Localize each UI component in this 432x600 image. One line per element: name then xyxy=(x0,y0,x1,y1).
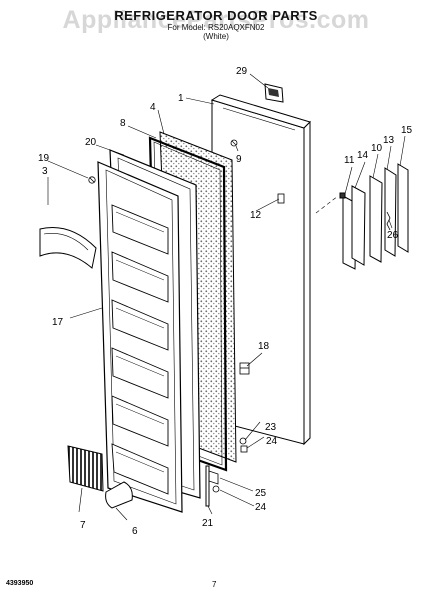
parts-10-11-13-14-15-trim-strips xyxy=(339,163,409,270)
callout-18: 18 xyxy=(258,341,270,352)
callout-15: 15 xyxy=(401,125,413,136)
callout-1: 1 xyxy=(178,93,184,104)
callout-23: 23 xyxy=(265,422,277,433)
callout-numbers: 1 3 4 6 7 8 9 10 11 12 13 14 15 17 18 19… xyxy=(38,66,413,537)
part-21-hinge-pin xyxy=(205,465,210,507)
callout-7: 7 xyxy=(80,520,86,531)
diagram-title: REFRIGERATOR DOOR PARTS xyxy=(114,8,318,23)
callout-9: 9 xyxy=(236,154,242,165)
callout-24-upper: 24 xyxy=(266,436,278,447)
callout-14: 14 xyxy=(357,150,369,161)
color-line: (White) xyxy=(203,32,229,41)
diagram-header: REFRIGERATOR DOOR PARTS For Model: RS20A… xyxy=(0,8,432,41)
callout-4: 4 xyxy=(150,102,156,113)
part-19-screw xyxy=(88,176,96,184)
callout-29: 29 xyxy=(236,66,248,77)
callout-19: 19 xyxy=(38,153,50,164)
part-9-screw xyxy=(230,139,238,147)
callout-8: 8 xyxy=(120,118,126,129)
leader-lines xyxy=(47,73,406,521)
part-18-door-stop xyxy=(239,362,250,375)
document-number: 4393950 xyxy=(6,580,34,587)
part-12-bracket xyxy=(277,193,285,204)
callout-20: 20 xyxy=(85,137,97,148)
callout-26: 26 xyxy=(387,230,399,241)
model-line: For Model: RS20AQXFN02 xyxy=(167,23,265,32)
part-17-door-liner-shelves xyxy=(97,161,183,513)
callout-25: 25 xyxy=(255,488,267,499)
callout-3: 3 xyxy=(42,166,48,177)
part-23-24-hinge-hardware xyxy=(212,437,248,493)
part-3-door-handle xyxy=(39,227,97,269)
part-29-label-plate xyxy=(264,83,284,103)
callout-6: 6 xyxy=(132,526,138,537)
callout-17: 17 xyxy=(52,317,64,328)
callout-10: 10 xyxy=(371,143,383,154)
part-6-cap xyxy=(105,481,133,509)
callout-21: 21 xyxy=(202,518,214,529)
callout-11: 11 xyxy=(344,155,355,166)
callout-13: 13 xyxy=(383,135,395,146)
callout-12: 12 xyxy=(250,210,262,221)
page-number: 7 xyxy=(212,580,217,589)
part-7-toe-grille xyxy=(67,445,104,492)
callout-24-lower: 24 xyxy=(255,502,267,513)
part-26-trim-bracket xyxy=(386,211,391,231)
